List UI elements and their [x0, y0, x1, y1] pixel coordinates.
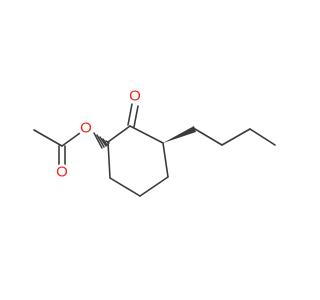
ester-oxygen-label: O [80, 120, 92, 137]
carbonyl-c-to-methyl [33, 129, 63, 147]
ring-bond-c1-c2 [107, 125, 131, 143]
ketone-double-bond [127, 103, 139, 128]
ketone-bond-line-1 [127, 103, 133, 126]
ketone-oxygen-label: O [129, 88, 141, 105]
ester-oxygen-atom: O [78, 120, 94, 137]
solid-wedge-bond [163, 126, 196, 143]
hashed-wedge-bond [93, 132, 110, 149]
cyclohexanone-ring [107, 125, 169, 197]
structure-canvas: O O O [33, 88, 276, 197]
ring-bond-c5-c6 [109, 177, 141, 197]
carbonyl-oxygen-label: O [56, 164, 68, 181]
ring-bond-c6-c1 [107, 141, 111, 179]
butyl-bond-3 [249, 128, 276, 146]
butyl-bond-1 [194, 128, 223, 146]
acetate-group [33, 129, 81, 167]
ring-bond-c2-c3 [129, 125, 164, 144]
butyl-chain [194, 128, 276, 146]
ring-bond-c3-c4 [162, 142, 169, 178]
butyl-bond-2 [221, 128, 251, 146]
ketone-bond-line-2 [133, 105, 139, 128]
carbonyl-oxygen-atom: O [54, 164, 70, 181]
ester-o-to-carbonyl-c [61, 132, 81, 147]
ring-bond-c4-c5 [139, 176, 169, 197]
ketone-oxygen-atom: O [127, 88, 143, 105]
